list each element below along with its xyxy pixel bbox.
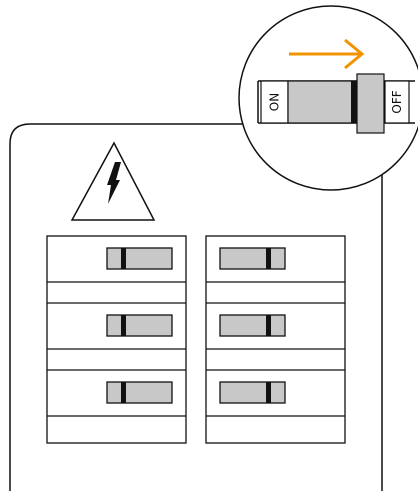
switch-knob — [356, 73, 385, 134]
breaker-switch-handle — [266, 315, 271, 336]
switch-lever-ridge — [351, 81, 357, 123]
breaker-switch-handle — [121, 382, 126, 403]
breaker-switch-stub — [108, 249, 121, 268]
breaker-switch-stub — [271, 316, 284, 335]
breaker-switch-stub — [108, 383, 121, 402]
breaker-switch-left-1 — [106, 247, 173, 270]
breaker-column-right — [205, 235, 346, 444]
breaker-switch-handle — [266, 248, 271, 269]
breaker-switch-stub — [271, 383, 284, 402]
breaker-switch-handle — [121, 248, 126, 269]
on-label: ON — [268, 93, 282, 111]
breaker-switch-stub — [271, 249, 284, 268]
breaker-column-left — [46, 235, 187, 444]
breaker-grid — [46, 235, 346, 444]
breaker-switch-right-3 — [219, 381, 286, 404]
arrow-head — [344, 38, 365, 70]
breaker-switch-right-1 — [219, 247, 286, 270]
breaker-switch-stub — [108, 316, 121, 335]
off-label: OFF — [390, 90, 404, 113]
breaker-switch-right-2 — [219, 314, 286, 337]
breaker-switch-left-3 — [106, 381, 173, 404]
zoom-detail: ON OFF — [238, 5, 418, 191]
high-voltage-warning-icon — [70, 141, 156, 221]
switch-lever — [287, 80, 357, 124]
breaker-switch-handle — [121, 315, 126, 336]
breaker-switch-left-2 — [106, 314, 173, 337]
right-arrow-icon — [289, 38, 365, 70]
off-label-box — [384, 80, 410, 124]
lightning-bolt-icon — [107, 162, 121, 204]
breaker-switch-handle — [266, 382, 271, 403]
